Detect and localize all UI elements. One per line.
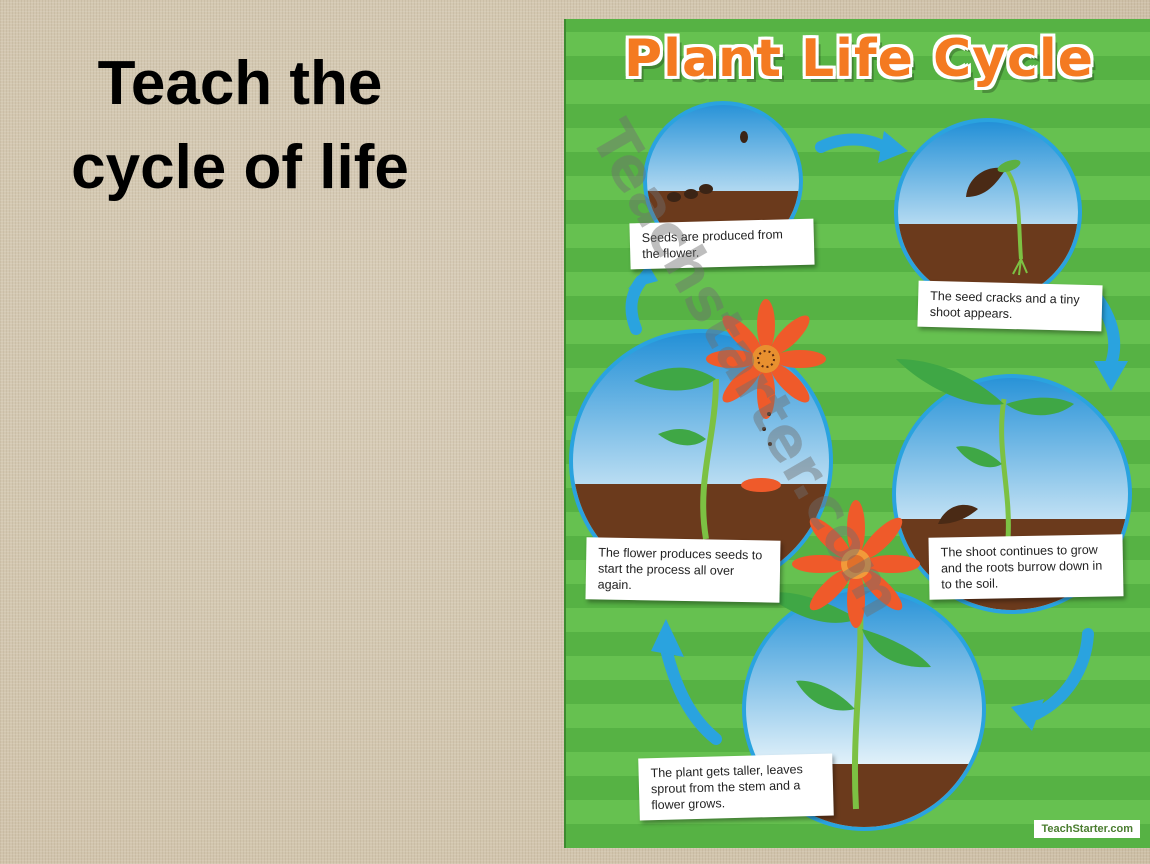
caption-seeds-produced: Seeds are produced from the flower.: [629, 218, 815, 270]
cycle-arrow-icon: [625, 275, 647, 335]
caption-flower-seeds: The flower produces seeds to start the p…: [585, 537, 781, 603]
seed-icon: [740, 131, 748, 143]
cycle-arrow-icon: [660, 643, 722, 745]
leaf-icon: [796, 680, 855, 711]
leaf-icon: [658, 429, 706, 446]
leaf-icon: [896, 359, 1004, 405]
caption-shoot-continues: The shoot continues to grow and the root…: [928, 534, 1124, 600]
poster-title: Plant Life Cycle: [624, 29, 1094, 89]
cycle-arrow-icon: [1030, 628, 1094, 720]
slide-title-line-2: cycle of life: [71, 133, 409, 202]
poster-illustration: [569, 101, 1132, 831]
seed-icon: [667, 192, 681, 202]
slide-title-line-1: Teach the: [97, 49, 383, 118]
caption-seed-cracks: The seed cracks and a tiny shoot appears…: [917, 280, 1103, 332]
red-flower-icon: [706, 299, 826, 419]
leaf-icon: [956, 446, 1002, 468]
seed-icon: [684, 189, 698, 199]
cycle-arrow-icon: [815, 133, 890, 153]
slide-title: Teach the cycle of life: [40, 42, 440, 210]
caption-plant-taller: The plant gets taller, leaves sprout fro…: [638, 753, 834, 821]
red-flower-icon: [792, 500, 920, 628]
leaf-icon: [634, 367, 716, 391]
plant-life-cycle-poster: Plant Life Cycle Seeds are produced from…: [564, 19, 1150, 848]
seed-icon: [699, 184, 713, 194]
brand-logo: TeachStarter.com: [1034, 820, 1140, 838]
leaf-icon: [862, 629, 931, 668]
cracked-seed-icon: [966, 167, 1006, 197]
leaf-icon: [1006, 397, 1074, 416]
